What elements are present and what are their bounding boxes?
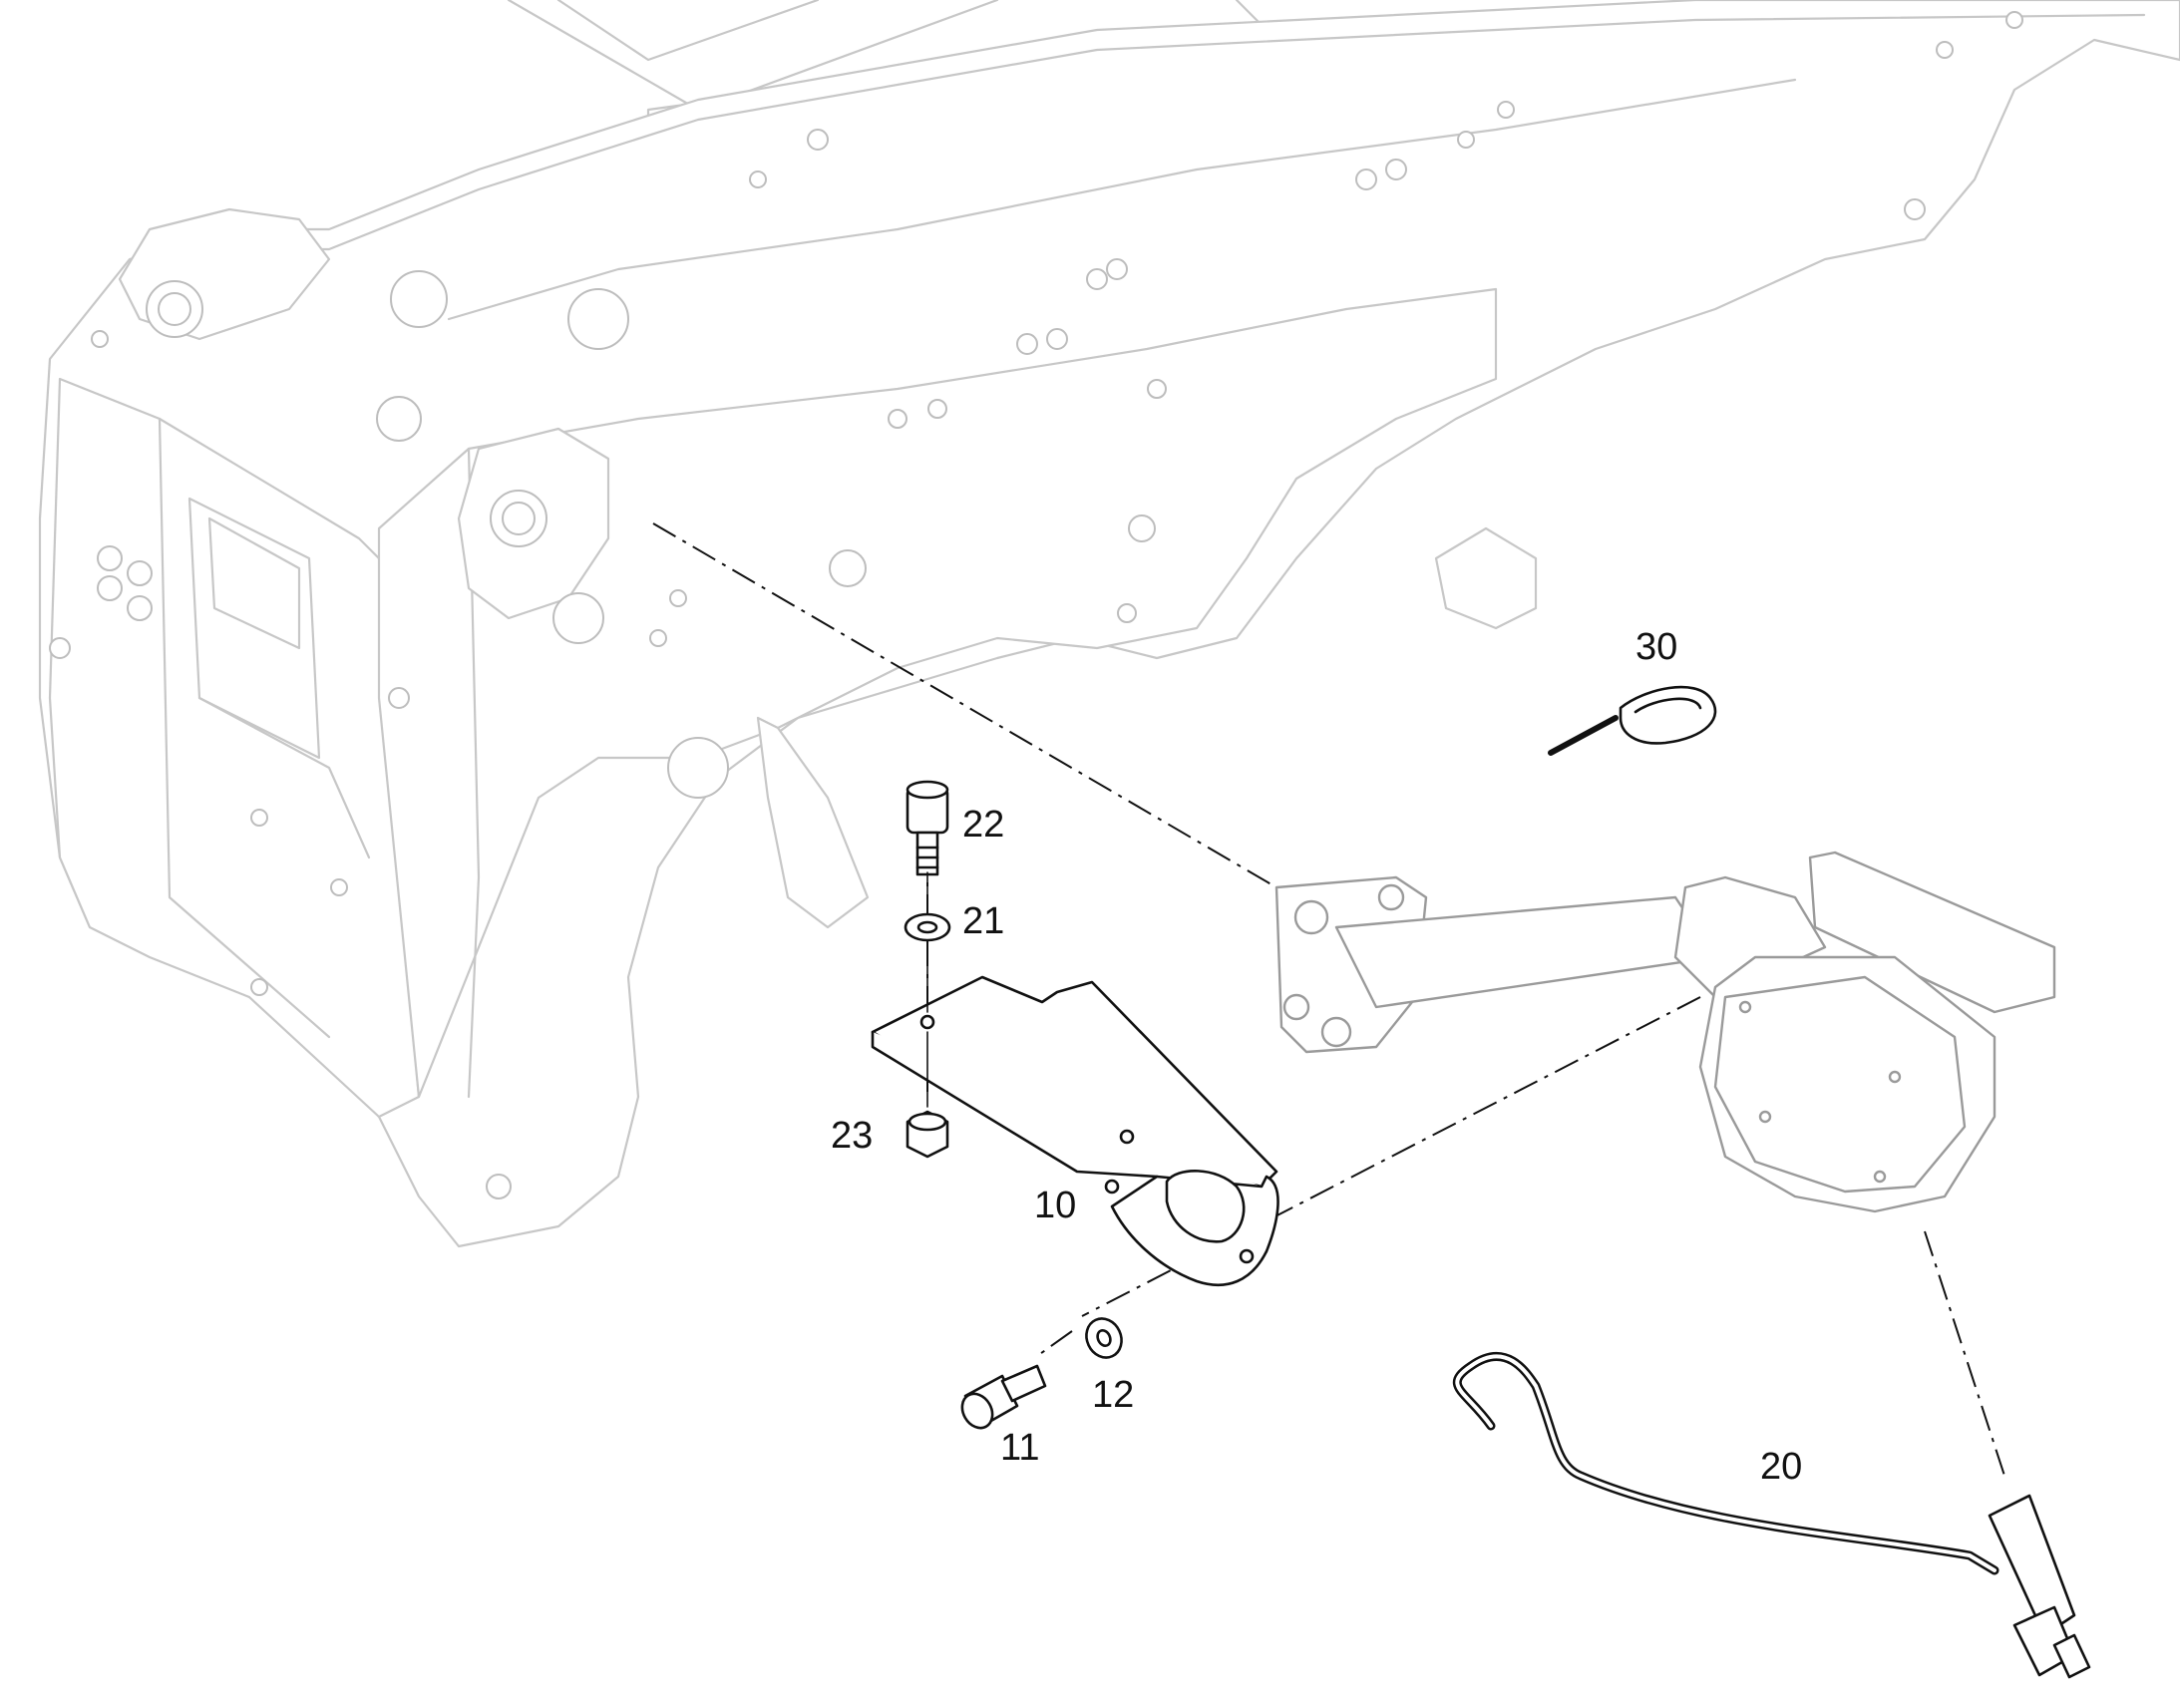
mirror-arm-assembly (1274, 851, 2056, 1213)
frame-holes (49, 11, 2023, 1199)
part-11-cap-screw (960, 1364, 1047, 1430)
callout-30: 30 (1635, 626, 1678, 668)
part-10-bracket (871, 975, 1279, 1286)
callout-11: 11 (1000, 1427, 1040, 1469)
part-20-wiring-harness (1452, 1351, 2091, 1679)
chassis-frame (38, 0, 2180, 1248)
callout-22: 22 (962, 804, 1005, 846)
part-12-washer (1085, 1317, 1123, 1359)
part-22-cap-screw (906, 780, 949, 876)
callout-12: 12 (1092, 1374, 1135, 1416)
part-23-nut (906, 1110, 949, 1159)
part-21-washer (904, 912, 951, 942)
callout-21: 21 (962, 900, 1005, 942)
part-30-cable-tie (1548, 685, 1717, 756)
callout-20: 20 (1760, 1446, 1803, 1488)
callout-23: 23 (831, 1115, 874, 1157)
callout-10: 10 (1034, 1185, 1077, 1226)
